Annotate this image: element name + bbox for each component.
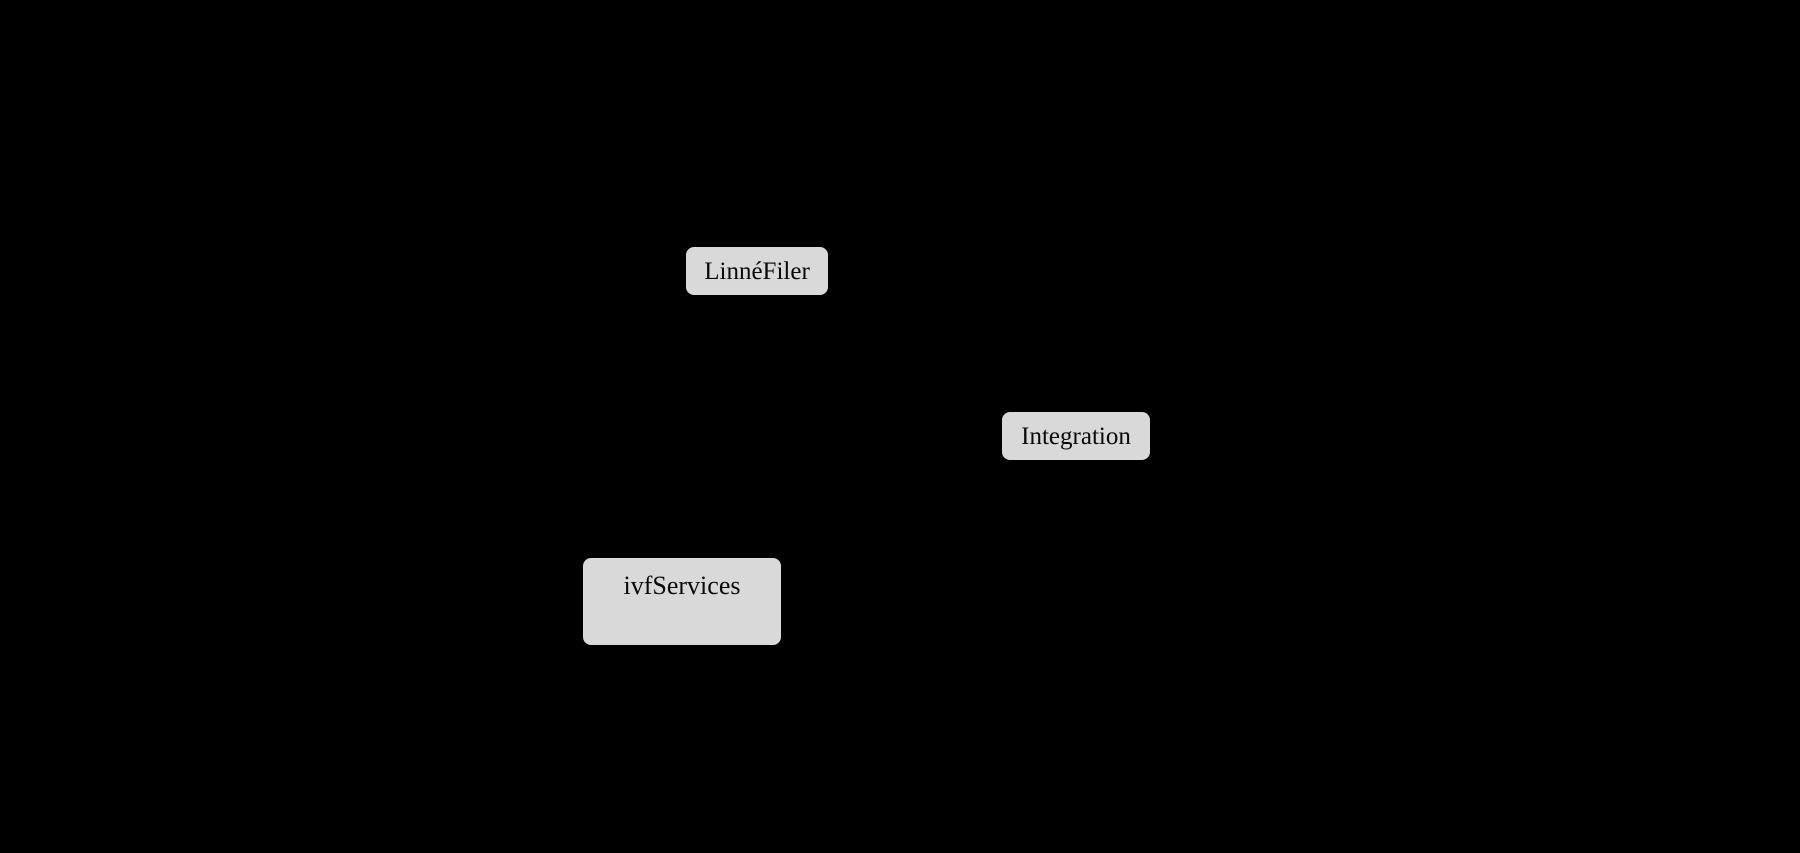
diagram-node-linnefiler[interactable]: LinnéFiler: [686, 247, 828, 295]
diagram-node-label: LinnéFiler: [704, 257, 810, 285]
diagram-node-label: Integration: [1021, 422, 1131, 450]
diagram-node-label: ivfServices: [623, 571, 741, 600]
diagram-node-ivfservices[interactable]: ivfServices: [583, 558, 781, 645]
diagram-node-integration[interactable]: Integration: [1002, 412, 1150, 460]
